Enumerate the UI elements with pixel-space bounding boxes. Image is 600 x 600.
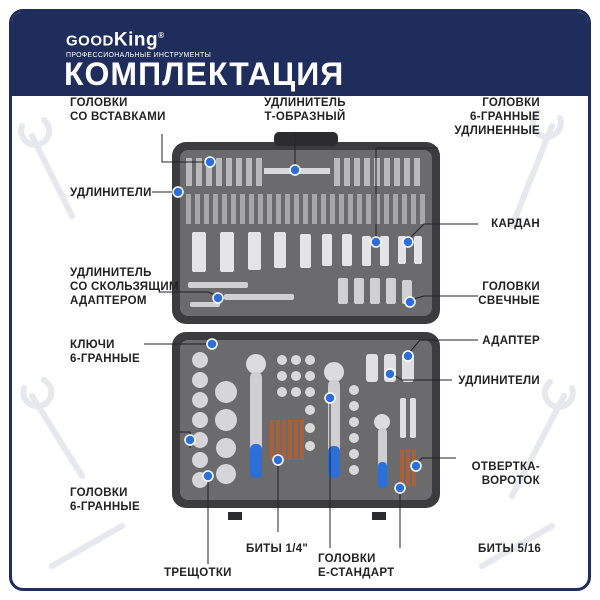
hex-sockets-column bbox=[192, 352, 237, 488]
insert-bits-row bbox=[186, 158, 420, 186]
long-sockets bbox=[192, 232, 422, 272]
logo-king: King bbox=[113, 29, 159, 51]
leader-lines bbox=[144, 134, 478, 564]
brand-logo: GOODKing® ПРОФЕССИОНАЛЬНЫЕ ИНСТРУМЕНТЫ bbox=[66, 26, 212, 60]
blue-markers bbox=[172, 156, 422, 494]
content-frame: GOODKing® ПРОФЕССИОНАЛЬНЫЕ ИНСТРУМЕНТЫ К… bbox=[9, 9, 591, 591]
case-handle bbox=[274, 132, 338, 146]
header-banner: GOODKing® ПРОФЕССИОНАЛЬНЫЕ ИНСТРУМЕНТЫ К… bbox=[12, 12, 588, 96]
case-hinge-right bbox=[372, 512, 386, 520]
page-title: КОМПЛЕКТАЦИЯ bbox=[64, 56, 345, 92]
label-cardan: КАРДАН bbox=[491, 218, 540, 230]
label-sliding-extension: УДЛИНИТЕЛЬ СО СКОЛЬЗЯЩИМ АДАПТЕРОМ bbox=[70, 267, 179, 307]
tool-case bbox=[172, 132, 440, 520]
label-bits-quarter: БИТЫ 1/4" bbox=[246, 543, 309, 555]
logo-subtitle: ПРОФЕССИОНАЛЬНЫЕ ИНСТРУМЕНТЫ bbox=[66, 52, 212, 60]
bits-quarter-block bbox=[270, 420, 304, 460]
label-bits-516: БИТЫ 5/16 bbox=[478, 543, 542, 555]
label-screwdriver: ОТВЕРТКА- ВОРОТОК bbox=[471, 461, 540, 487]
logo-wordmark: GOODKing® bbox=[66, 26, 211, 51]
label-long-heads: ГОЛОВКИ 6-ГРАННЫЕ УДЛИНЕННЫЕ bbox=[454, 97, 540, 137]
label-ratchets: ТРЕЩОТКИ bbox=[164, 567, 232, 579]
label-e-heads: ГОЛОВКИ Е-СТАНДАРТ bbox=[318, 553, 395, 579]
label-t-extension: УДЛИНИТЕЛЬ Т-ОБРАЗНЫЙ bbox=[264, 97, 346, 123]
small-sockets-grid bbox=[277, 355, 359, 475]
label-heads-inserts: ГОЛОВКИ СО ВСТАВКАМИ bbox=[70, 97, 166, 123]
label-spark-heads: ГОЛОВКИ СВЕЧНЫЕ bbox=[478, 281, 540, 307]
label-hex-heads: ГОЛОВКИ 6-ГРАННЫЕ bbox=[70, 487, 140, 513]
logo-registered: ® bbox=[158, 31, 165, 40]
label-hex-keys: КЛЮЧИ 6-ГРАННЫЕ bbox=[70, 339, 140, 365]
lid-extensions bbox=[188, 278, 412, 307]
label-extensions-right: УДЛИНИТЕЛИ bbox=[458, 375, 540, 387]
case-hinge-left bbox=[228, 512, 242, 520]
label-extensions-left: УДЛИНИТЕЛИ bbox=[70, 187, 152, 199]
bits-row bbox=[186, 194, 425, 224]
label-adapter: АДАПТЕР bbox=[482, 335, 540, 347]
lid-tray bbox=[180, 150, 432, 316]
logo-good: GOOD bbox=[66, 32, 114, 50]
wrench-watermark bbox=[18, 109, 576, 569]
